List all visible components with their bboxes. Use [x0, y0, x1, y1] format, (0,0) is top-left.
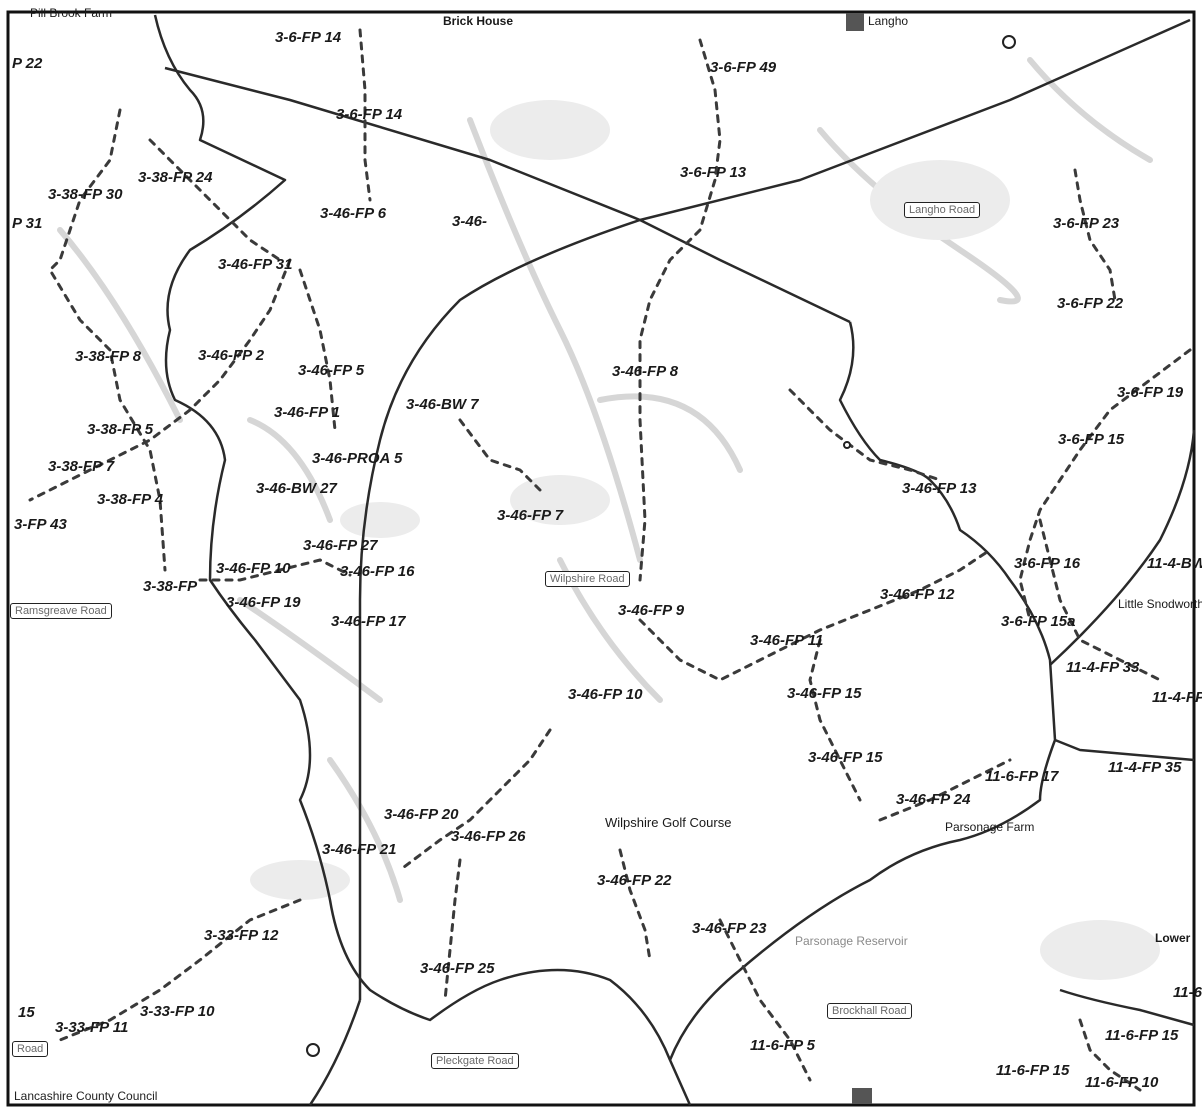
path-label: 3-46-FP 16 [340, 563, 415, 580]
path-label: 3-46-FP 6 [320, 205, 387, 222]
path-label: 11-6 [1173, 984, 1202, 1001]
road-label-wilpshire-road: Wilpshire Road [545, 571, 630, 587]
path-label: 3-FP 43 [14, 516, 67, 533]
path-label: 3-38-FP 7 [48, 458, 115, 475]
map-frame [6, 10, 1196, 1107]
road-label-ramsgreave: Ramsgreave Road [10, 603, 112, 619]
path-label: 3-46-FP 1 [274, 404, 341, 421]
path-label: 3-38-FP 8 [75, 348, 142, 365]
path-label: 3-6-FP 22 [1057, 295, 1124, 312]
path-label: 3-46-FP 24 [896, 791, 971, 808]
path-label: 11-4-FP [1152, 689, 1202, 706]
road-label-brockhall: Brockhall Road [827, 1003, 912, 1019]
path-label: P 31 [12, 215, 43, 232]
path-label: 3-6-FP 14 [275, 29, 342, 46]
path-label: 3-46-FP 26 [451, 828, 526, 845]
path-label: 3-46-FP 11 [750, 632, 824, 649]
path-label: 3-46-FP 8 [612, 363, 679, 380]
place-parsonage-farm: Parsonage Farm [945, 820, 1035, 834]
place-farm-top: Pill Brook Farm [30, 6, 113, 20]
path-label: 3-6-FP 15 [1058, 431, 1125, 448]
path-label: 3-46-FP 9 [618, 602, 685, 619]
path-label: 3-46-FP 31 [218, 256, 293, 273]
path-label: 3-6-FP 23 [1053, 215, 1120, 232]
place-langho: Langho [868, 14, 909, 28]
path-label: 11-4-BW [1147, 555, 1202, 572]
node-marker [843, 441, 851, 449]
node-marker [1002, 35, 1016, 49]
road-south-spur [308, 999, 362, 1106]
road-diagonal [358, 18, 1191, 1000]
road-east-spur [1054, 738, 1195, 762]
road-label-small-left: Road [12, 1041, 49, 1057]
path-label: 3-38-FP 5 [87, 421, 154, 438]
footer-council: Lancashire County Council [14, 1089, 158, 1103]
path-label: 3-6-FP 15a [1001, 613, 1076, 630]
roads [153, 14, 1196, 1106]
road-northeast [1049, 429, 1196, 666]
path-label: 3-33-FP 10 [140, 1003, 215, 1020]
path-label: 3-6-FP 13 [680, 164, 747, 181]
path-label: 3-46-FP 13 [902, 480, 977, 497]
path-label: 11-6-FP 15 [996, 1062, 1070, 1079]
path-label: 3-46-FP 10 [216, 560, 291, 577]
road-label-langho-road: Langho Road [904, 202, 981, 218]
path-label: 3-38-FP 30 [48, 186, 123, 203]
path-label: 3-46-FP 15 [808, 749, 883, 766]
place-lower: Lower [1155, 931, 1191, 945]
footpaths [28, 28, 1192, 1092]
place-parsonage-reservoir: Parsonage Reservoir [795, 934, 908, 948]
place-little-snodworth: Little Snodworth [1118, 597, 1202, 611]
path-label: 11-6-FP 15 [1105, 1027, 1179, 1044]
path-label: 3-46-FP 17 [331, 613, 406, 630]
path-label: 3-46-FP 20 [384, 806, 459, 823]
path-label: P 22 [12, 55, 43, 72]
road-east [668, 321, 1057, 1061]
path-label: 3-46-BW 27 [256, 480, 337, 497]
path-label: 3-46-BW 7 [406, 396, 479, 413]
path-label: 11-6-FP 10 [1085, 1074, 1159, 1091]
path-label: 15 [18, 1004, 35, 1021]
markers [846, 13, 872, 1104]
path-label: 3-6-FP 49 [710, 59, 777, 76]
path-label: 11-6-FP 17 [985, 768, 1059, 785]
road-west-boundary [153, 14, 692, 1106]
path-label: 3-46-FP 7 [497, 507, 564, 524]
path-label: 3-6-FP 16 [1014, 555, 1081, 572]
path-label: 3-46- [452, 213, 488, 230]
background-patches [250, 100, 1160, 980]
path-label: 3-46-FP 23 [692, 920, 767, 937]
path-label: 3-46-FP 12 [880, 586, 955, 603]
path-label: 3-46-FP 5 [298, 362, 365, 379]
path-label: 3-6-FP 14 [336, 106, 403, 123]
path-label: 3-33-FP 12 [204, 927, 279, 944]
road-label-pleckgate: Pleckgate Road [431, 1053, 519, 1069]
path-label: 3-46-FP 15 [787, 685, 862, 702]
path-label: 11-6-FP 5 [750, 1037, 816, 1054]
path-label: 3-46-FP 21 [322, 841, 397, 858]
path-label: 3-6-FP 19 [1117, 384, 1184, 401]
path-label: 3-46-PROA 5 [312, 450, 403, 467]
path-label: 3-46-FP 19 [226, 594, 301, 611]
path-label: 11-4-FP 35 [1108, 759, 1182, 776]
road-southeast [1059, 988, 1195, 1027]
path-label: 3-38-FP 4 [97, 491, 164, 508]
path-label: 11-4-FP 33 [1066, 659, 1140, 676]
place-wilpshire-golf-course: Wilpshire Golf Course [605, 815, 732, 830]
path-label: 3-46-FP 22 [597, 872, 672, 889]
path-label: 3-38-FP 24 [138, 169, 213, 186]
place-brick-house: Brick House [443, 14, 514, 28]
road-boundary-north [164, 66, 851, 324]
path-label: 3-46-FP 10 [568, 686, 643, 703]
path-label: 3-46-FP 27 [303, 537, 378, 554]
path-label: 3-33-FP 11 [55, 1019, 129, 1036]
path-label: 3-38-FP [143, 578, 198, 595]
node-marker [306, 1043, 320, 1057]
path-label: 3-46-FP 2 [198, 347, 265, 364]
path-label: 3-46-FP 25 [420, 960, 495, 977]
